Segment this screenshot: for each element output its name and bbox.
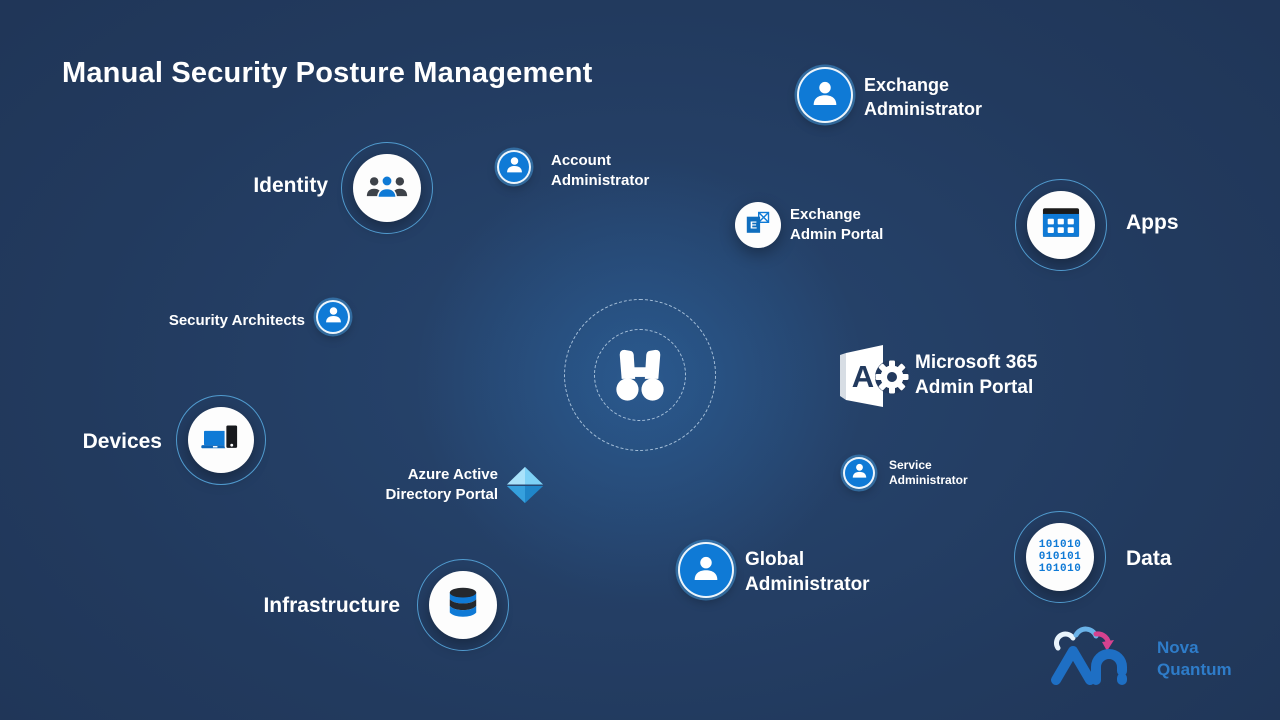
- person-icon: [809, 77, 841, 114]
- laptop-phone-icon: [201, 421, 241, 460]
- person-icon: [690, 552, 722, 589]
- dashed-ring-inner: [594, 329, 686, 421]
- nova-quantum-logo-icon: [1046, 626, 1150, 695]
- person-icon: [504, 154, 525, 180]
- page-title: Manual Security Posture Management: [62, 57, 593, 89]
- microsoft-365-icon: A: [836, 342, 912, 415]
- svg-text:A: A: [852, 359, 874, 394]
- exchange-portal-icon: E: [735, 202, 781, 248]
- person-icon: [323, 304, 344, 330]
- microsoft-365-portal-label: Microsoft 365 Admin Portal: [915, 352, 1038, 398]
- security-architects-label: Security Architects: [168, 312, 305, 329]
- infrastructure-icon: [417, 559, 509, 651]
- data-label: Data: [1126, 547, 1172, 570]
- global-administrator-icon: [678, 542, 734, 598]
- azure-ad-portal-label: Azure Active Directory Portal: [385, 466, 498, 503]
- exchange-administrator-icon: [797, 67, 853, 123]
- gear-icon: [875, 360, 909, 394]
- devices-label: Devices: [82, 430, 162, 453]
- azure-ad-diamond-icon: [504, 464, 546, 511]
- account-administrator-icon: [497, 150, 531, 184]
- exchange-portal-label: Exchange Admin Portal: [790, 206, 884, 243]
- global-administrator-label: Global Administrator: [745, 549, 870, 595]
- apps-icon: [1015, 179, 1107, 271]
- people-group-icon: [365, 172, 409, 205]
- exchange-administrator-label: Exchange Administrator: [864, 75, 983, 119]
- apps-label: Apps: [1126, 211, 1179, 234]
- binoculars-icon: [609, 347, 671, 408]
- nova-quantum-logo-text: Nova Quantum: [1157, 638, 1232, 679]
- identity-label: Identity: [253, 174, 328, 197]
- devices-icon: [176, 395, 266, 485]
- security-architects-icon: [316, 300, 350, 334]
- binary-code-icon: 101010 010101 101010: [1038, 539, 1082, 575]
- identity-icon: [341, 142, 433, 234]
- service-administrator-label: Service Administrator: [889, 458, 968, 487]
- exchange-logo-icon: E: [744, 209, 772, 242]
- data-icon: 101010 010101 101010: [1014, 511, 1106, 603]
- app-window-icon: [1042, 206, 1080, 244]
- infrastructure-label: Infrastructure: [263, 594, 400, 617]
- account-administrator-label: Account Administrator: [551, 152, 650, 189]
- database-icon: [446, 585, 480, 626]
- svg-text:E: E: [750, 219, 757, 231]
- dashed-ring-outer: [564, 299, 716, 451]
- person-icon: [850, 461, 869, 485]
- service-administrator-icon: [843, 457, 875, 489]
